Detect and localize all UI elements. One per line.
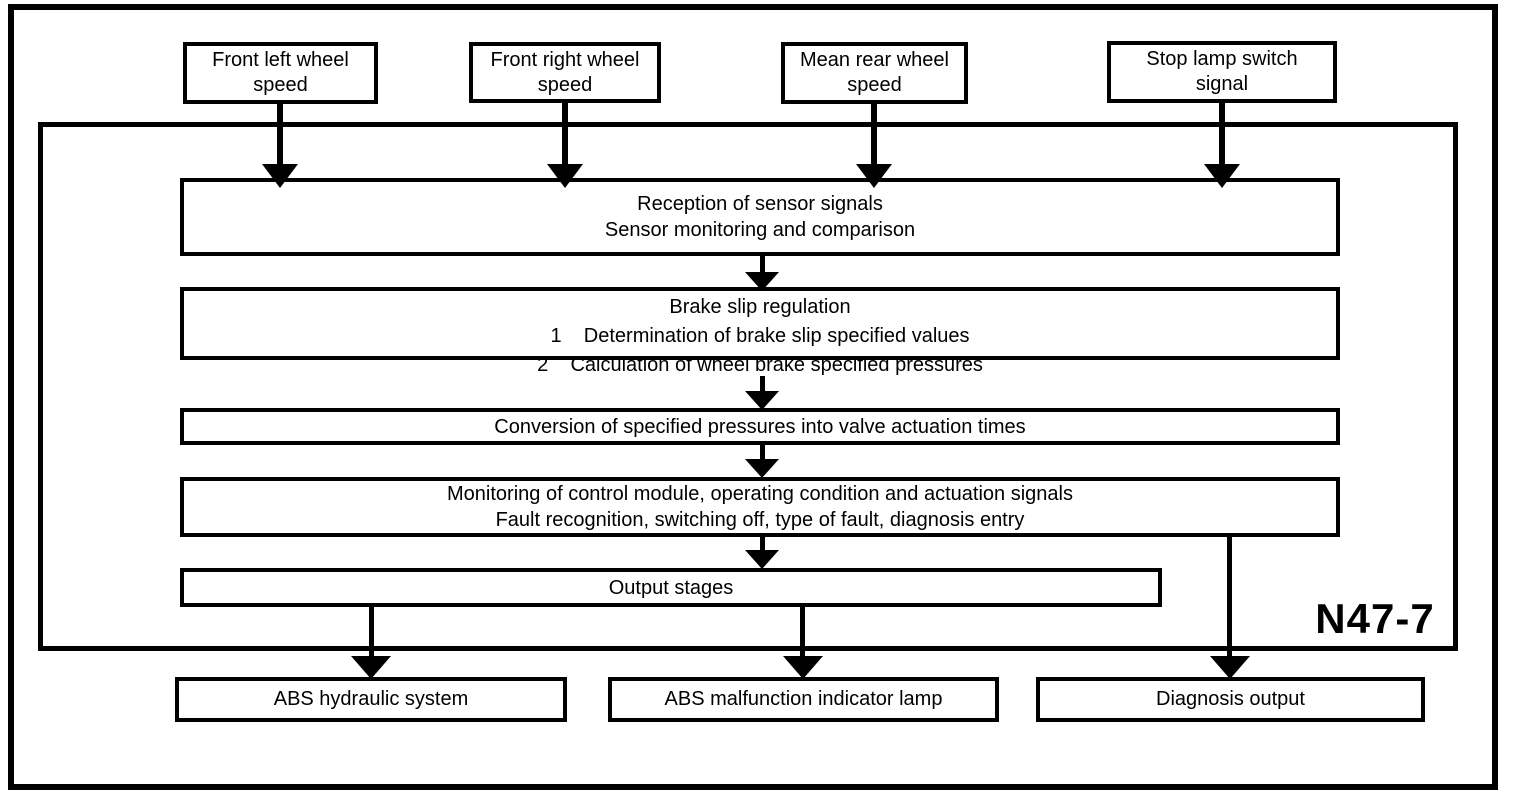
- output-box-abs-malfunction-indicator-lamp: ABS malfunction indicator lamp: [608, 677, 999, 722]
- arrow-front-right-to-reception-stem: [562, 103, 568, 164]
- output-box-diagnosis-output: Diagnosis output: [1036, 677, 1425, 722]
- arrow-monitoring-to-diagnosis-output-head: [1210, 656, 1250, 682]
- arrow-mean-rear-to-reception-head: [856, 164, 892, 191]
- stage-text-line: Output stages: [608, 576, 734, 599]
- input-box-stop-lamp-switch-signal: Stop lamp switch signal: [1107, 41, 1337, 103]
- stage-box-brake-slip-regulation: Brake slip regulation 1 Determination of…: [180, 287, 1340, 376]
- output-box-abs-hydraulic-system: ABS hydraulic system: [175, 677, 567, 722]
- arrow-reception-to-brake-slip-stem: [760, 256, 765, 272]
- arrow-brake-slip-to-conversion-stem: [760, 376, 765, 391]
- arrow-front-left-to-reception-head: [262, 164, 298, 191]
- input-label: Stop lamp switch signal: [1146, 48, 1298, 95]
- stage-text-line: Monitoring of control module, operating …: [447, 483, 1073, 505]
- arrow-monitoring-to-output-stages-stem: [760, 537, 765, 550]
- stage-box-reception: Reception of sensor signals Sensor monit…: [180, 178, 1340, 256]
- stage-text-line: Conversion of specified pressures into v…: [494, 415, 1026, 438]
- stage-box-monitoring: Monitoring of control module, operating …: [180, 477, 1340, 537]
- stage-text-line: Reception of sensor signals: [637, 193, 883, 215]
- arrow-monitoring-to-diagnosis-output-stem: [1227, 537, 1232, 656]
- input-box-front-left-wheel-speed: Front left wheel speed: [183, 42, 378, 104]
- page-border: [8, 4, 1498, 790]
- arrow-output-stages-to-malfunction-lamp-head: [783, 656, 823, 682]
- arrow-conversion-to-monitoring-stem: [760, 445, 765, 459]
- stage-text-line: Sensor monitoring and comparison: [604, 219, 916, 241]
- input-label: Front left wheel speed: [212, 49, 349, 96]
- stage-box-conversion: Conversion of specified pressures into v…: [180, 408, 1340, 445]
- arrow-reception-to-brake-slip-head: [745, 272, 779, 294]
- arrow-output-stages-to-malfunction-lamp-stem: [800, 607, 805, 656]
- arrow-stop-lamp-to-reception-head: [1204, 164, 1240, 191]
- input-box-front-right-wheel-speed: Front right wheel speed: [469, 42, 661, 103]
- stage-text-line: Fault recognition, switching off, type o…: [495, 509, 1025, 531]
- output-label: Diagnosis output: [1156, 688, 1305, 710]
- arrow-monitoring-to-output-stages-head: [745, 550, 779, 572]
- arrow-front-right-to-reception-head: [547, 164, 583, 191]
- arrow-output-stages-to-abs-hydraulic-stem: [369, 607, 374, 656]
- input-label: Mean rear wheel speed: [800, 49, 949, 96]
- stage-text-line: 2 Calculation of wheel brake specified p…: [537, 354, 983, 376]
- arrow-output-stages-to-abs-hydraulic-head: [351, 656, 391, 682]
- output-label: ABS hydraulic system: [273, 688, 469, 710]
- input-box-mean-rear-wheel-speed: Mean rear wheel speed: [781, 42, 968, 104]
- output-label: ABS malfunction indicator lamp: [664, 688, 943, 710]
- arrow-stop-lamp-to-reception-stem: [1219, 103, 1225, 164]
- arrow-brake-slip-to-conversion-head: [745, 391, 779, 413]
- stage-box-output-stages: Output stages: [180, 568, 1162, 607]
- arrow-mean-rear-to-reception-stem: [871, 104, 877, 164]
- input-label: Front right wheel speed: [490, 48, 640, 96]
- arrow-front-left-to-reception-stem: [277, 104, 283, 164]
- stage-text-line: 1 Determination of brake slip specified …: [550, 325, 970, 347]
- arrow-conversion-to-monitoring-head: [745, 459, 779, 481]
- stage-text-line: Brake slip regulation: [669, 296, 851, 318]
- module-designation-label: N47-7: [1315, 595, 1435, 642]
